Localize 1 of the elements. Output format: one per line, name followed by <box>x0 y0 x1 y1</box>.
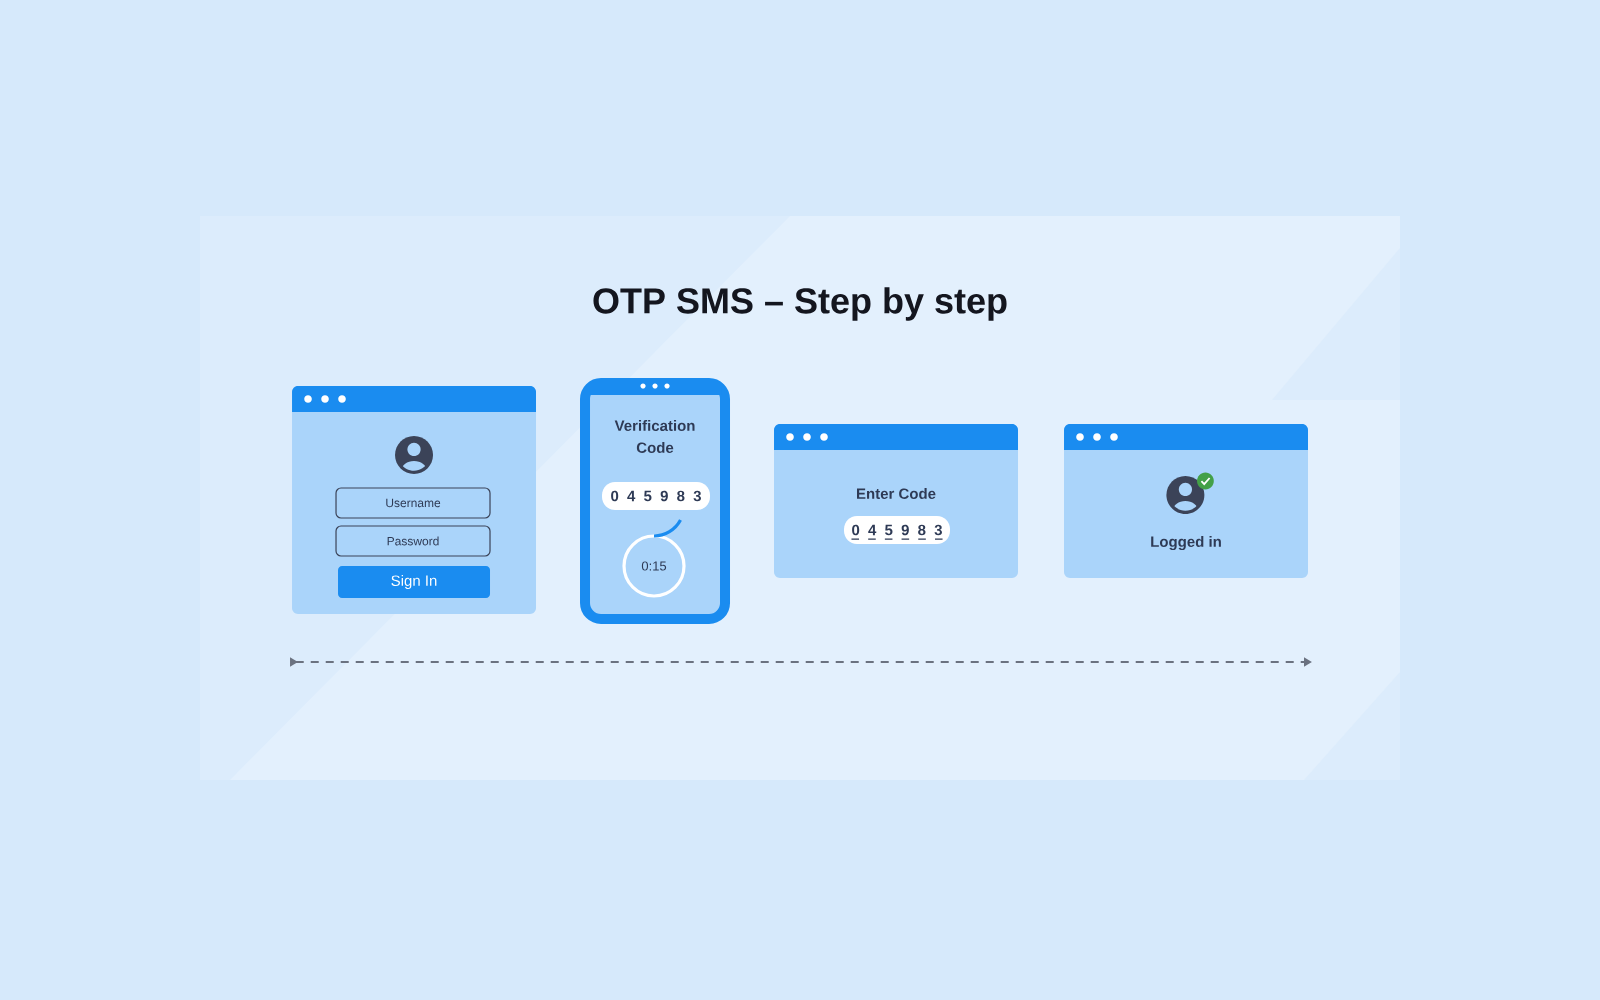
title: OTP SMS – Step by step <box>593 287 1007 321</box>
